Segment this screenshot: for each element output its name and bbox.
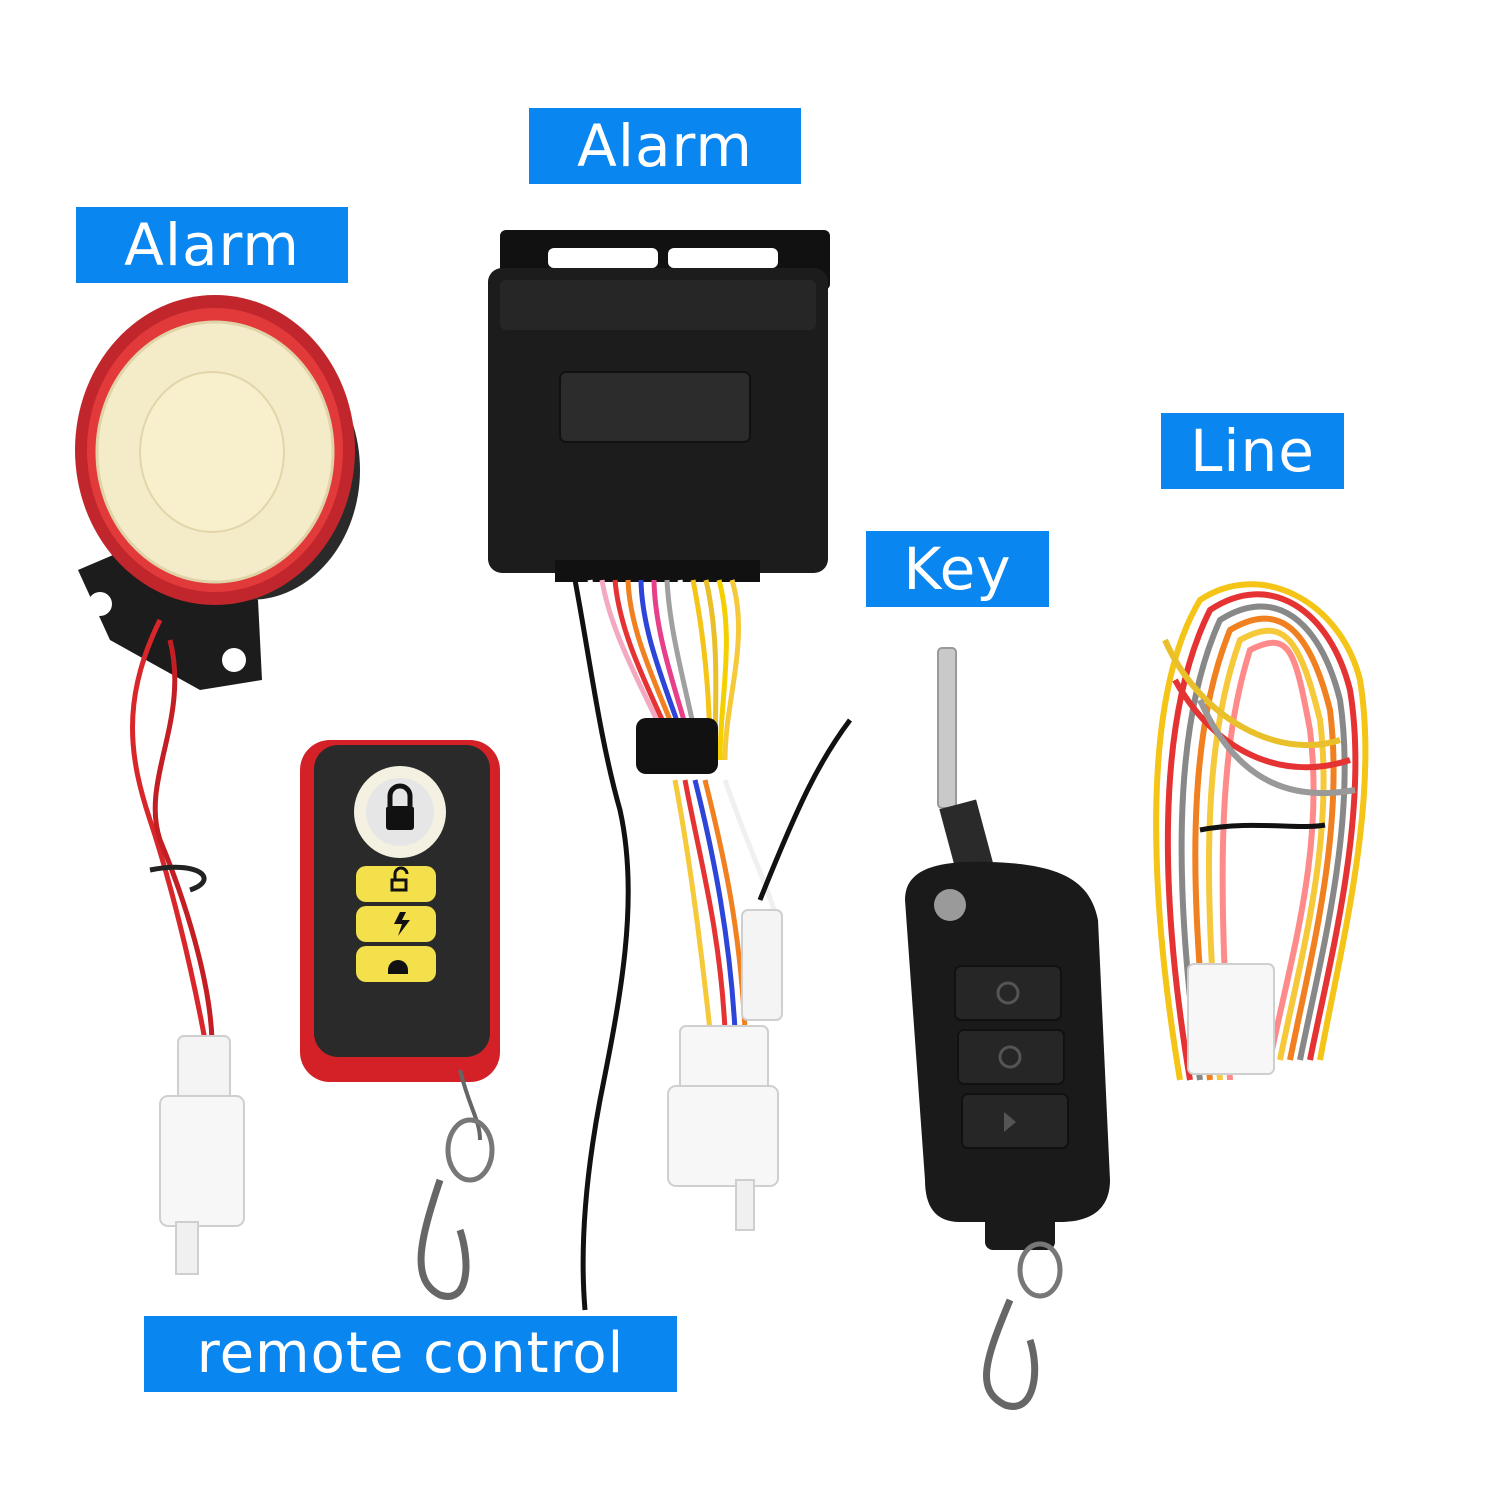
control-unit — [488, 230, 853, 1311]
key-label: Key — [866, 531, 1049, 607]
siren — [75, 295, 360, 1275]
wire-harness — [1153, 581, 1369, 1081]
siren-label: Alarm — [76, 207, 348, 283]
remote-control — [300, 740, 500, 1300]
flip-key — [905, 647, 1110, 1410]
control-unit-label: Alarm — [529, 108, 801, 184]
harness-connector — [1187, 963, 1275, 1075]
remote-control-label: remote control — [144, 1316, 677, 1392]
line-label: Line — [1161, 413, 1344, 489]
